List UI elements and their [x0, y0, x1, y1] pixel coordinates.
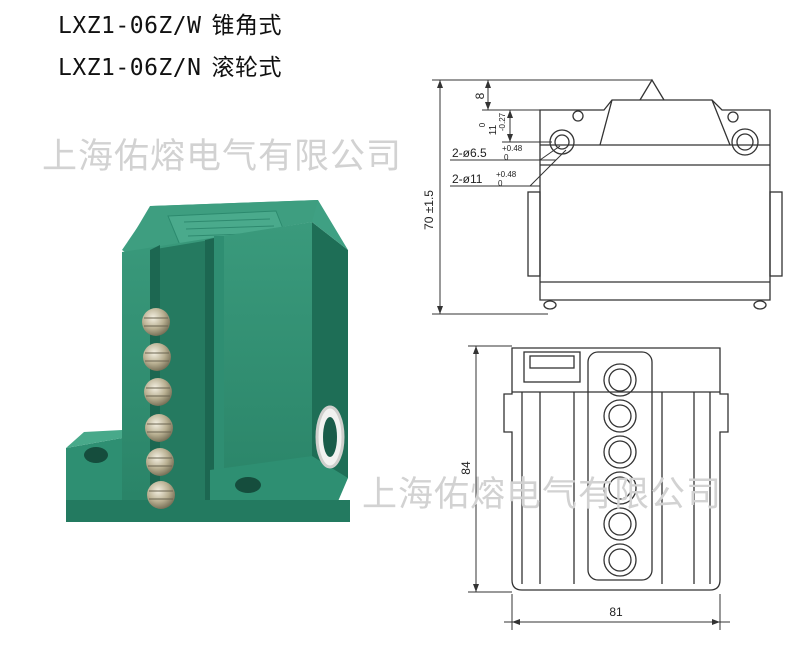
contact-stud — [142, 308, 170, 336]
plunger-tip — [639, 78, 665, 101]
contact-studs — [142, 308, 175, 509]
watermark-top: 上海佑熔电气有限公司 — [42, 137, 403, 177]
side-view-outline — [539, 99, 771, 301]
model-code-1: LXZ1-06Z/W — [58, 13, 202, 39]
dim-small-hole-tol: +0.48 — [502, 144, 523, 153]
model-type-1: 锥角式 — [211, 13, 282, 39]
dim-top-offset: 8 — [473, 92, 487, 99]
dim-height: 70 ±1.5 — [422, 190, 436, 230]
contact-stud — [144, 378, 172, 406]
dim-large-hole: 2-ø11 — [452, 172, 483, 186]
model-title-line-2: LXZ1-06Z/N 滚轮式 — [58, 48, 282, 82]
mount-hole-right — [235, 477, 261, 493]
switch-left-flange — [66, 438, 122, 520]
dim-width: 81 — [609, 605, 623, 619]
model-title-line-1: LXZ1-06Z/W 锥角式 — [58, 6, 282, 40]
dim-large-hole-tol-lower: 0 — [498, 179, 503, 188]
dim-hole-pos-upper: 0 — [478, 122, 487, 127]
top-view-outline — [503, 347, 729, 591]
drawing-top-view — [468, 345, 730, 630]
switch-photo — [66, 200, 350, 522]
contact-stud — [145, 414, 173, 442]
dim-large-hole-tol: +0.48 — [496, 170, 517, 179]
drawing-side-view — [432, 78, 783, 315]
dim-small-hole: 2-ø6.5 — [452, 146, 487, 160]
dim-small-hole-tol-lower: 0 — [504, 153, 509, 162]
contact-stud — [143, 343, 171, 371]
dim-hole-pos-lower: -0.27 — [498, 112, 507, 131]
large-hole-right — [731, 128, 759, 156]
model-code-2: LXZ1-06Z/N — [58, 55, 202, 81]
mount-hole-left — [84, 447, 108, 463]
contact-stud — [146, 448, 174, 476]
top-view-contacts — [603, 363, 637, 577]
contact-stud — [147, 481, 175, 509]
dim-depth: 84 — [459, 461, 473, 475]
dim-hole-pos: 11 — [488, 124, 499, 135]
watermark-bottom: 上海佑熔电气有限公司 — [362, 475, 723, 515]
model-type-2: 滚轮式 — [211, 55, 282, 81]
